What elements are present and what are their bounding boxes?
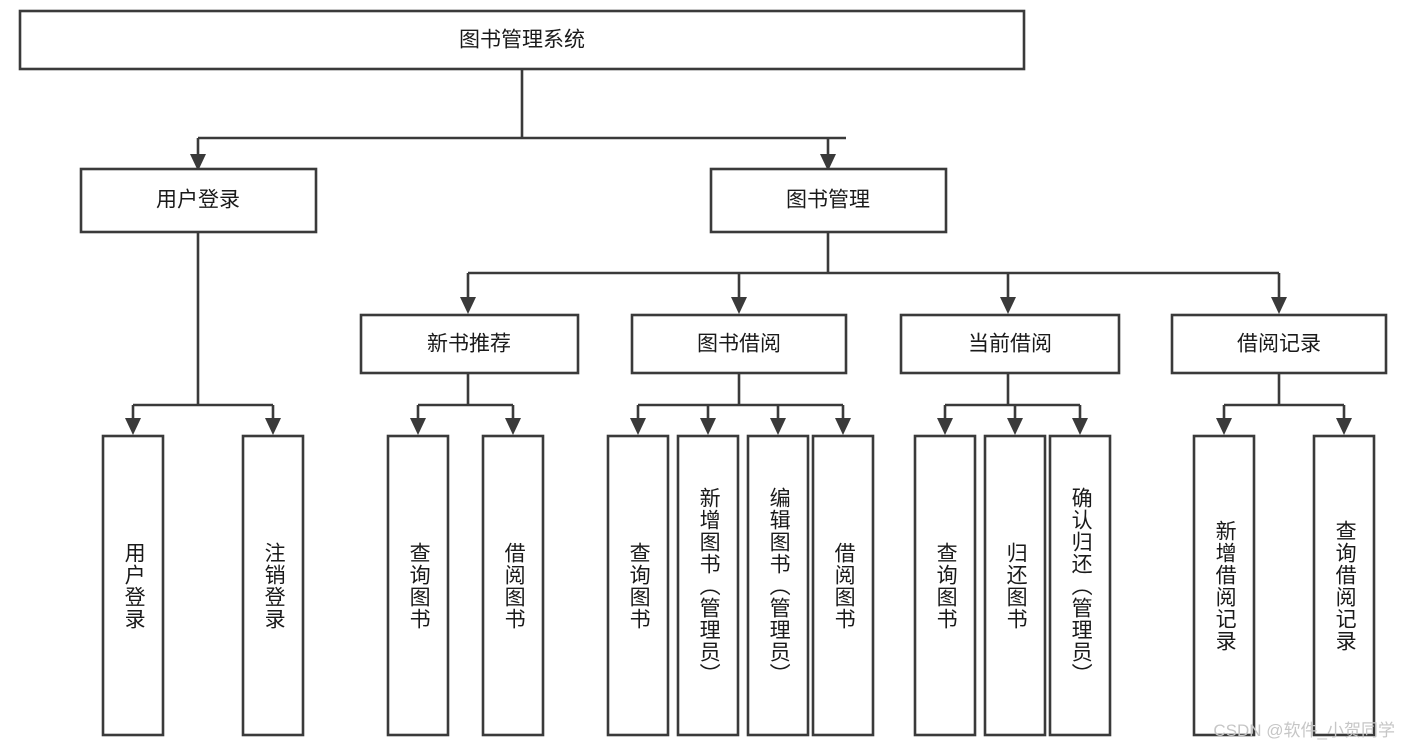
arrow-head-leaf-borrow-book-2: [835, 418, 851, 435]
node-new-book-rec[interactable]: 新书推荐: [359, 313, 580, 375]
node-user-login[interactable]: 用户登录: [79, 167, 318, 234]
connector-group-userlogin-to-leaves: [125, 232, 281, 435]
node-leaf-add-record[interactable]: [1192, 434, 1256, 737]
node-borrow-record-label: 借阅记录: [1237, 333, 1321, 356]
node-leaf-query-record[interactable]: [1312, 434, 1376, 737]
connector-group-borrowrecord-to-leaves: [1216, 373, 1352, 435]
node-user-login-label: 用户登录: [156, 189, 240, 212]
arrow-head-leaf-query-book-1: [410, 418, 426, 435]
connector-group-currentborrow-to-leaves: [937, 373, 1088, 435]
arrow-head-leaf-query-book-3: [937, 418, 953, 435]
node-leaf-query-book-1[interactable]: [386, 434, 450, 737]
node-leaf-borrow-book-2[interactable]: [811, 434, 875, 737]
node-leaf-query-book-2[interactable]: [606, 434, 670, 737]
arrow-head-current-borrow: [1000, 297, 1016, 314]
arrow-head-new-book-rec: [460, 297, 476, 314]
arrow-head-book-borrow: [731, 297, 747, 314]
arrow-head-book-manage: [820, 154, 836, 171]
arrow-head-leaf-return-book: [1007, 418, 1023, 435]
arrow-head-leaf-borrow-book-1: [505, 418, 521, 435]
node-root-label: 图书管理系统: [459, 29, 585, 52]
connector-group-root-to-level2: [190, 69, 846, 171]
arrow-head-user-login: [190, 154, 206, 171]
node-leaf-borrow-book-1[interactable]: [481, 434, 545, 737]
node-current-borrow-label: 当前借阅: [968, 333, 1052, 356]
connector-group-bookborrow-to-leaves: [630, 373, 851, 435]
node-new-book-rec-label: 新书推荐: [427, 333, 511, 356]
node-book-manage[interactable]: 图书管理: [709, 167, 948, 234]
arrow-head-leaf-user-login: [125, 418, 141, 435]
node-leaf-confirm-return[interactable]: [1048, 434, 1112, 737]
node-borrow-record[interactable]: 借阅记录: [1170, 313, 1388, 375]
node-leaf-user-logout[interactable]: [241, 434, 305, 737]
arrow-head-borrow-record: [1271, 297, 1287, 314]
arrow-head-leaf-query-book-2: [630, 418, 646, 435]
node-current-borrow[interactable]: 当前借阅: [899, 313, 1121, 375]
node-leaf-edit-book[interactable]: [746, 434, 810, 737]
node-root[interactable]: 图书管理系统: [18, 9, 1026, 71]
node-leaf-return-book[interactable]: [983, 434, 1047, 737]
node-leaf-query-book-3[interactable]: [913, 434, 977, 737]
arrow-head-leaf-user-logout: [265, 418, 281, 435]
arrow-head-leaf-query-record: [1336, 418, 1352, 435]
arrow-head-leaf-add-record: [1216, 418, 1232, 435]
node-book-borrow-label: 图书借阅: [697, 333, 781, 356]
node-book-borrow[interactable]: 图书借阅: [630, 313, 848, 375]
arrow-head-leaf-edit-book: [770, 418, 786, 435]
node-leaf-user-login[interactable]: [101, 434, 165, 737]
node-leaf-add-book[interactable]: [676, 434, 740, 737]
arrow-head-leaf-confirm-return: [1072, 418, 1088, 435]
arrow-head-leaf-add-book: [700, 418, 716, 435]
connector-group-bookmanage-to-level3: [460, 232, 1287, 314]
node-book-manage-label: 图书管理: [786, 189, 870, 212]
connector-group-newbookrec-to-leaves: [410, 373, 521, 435]
